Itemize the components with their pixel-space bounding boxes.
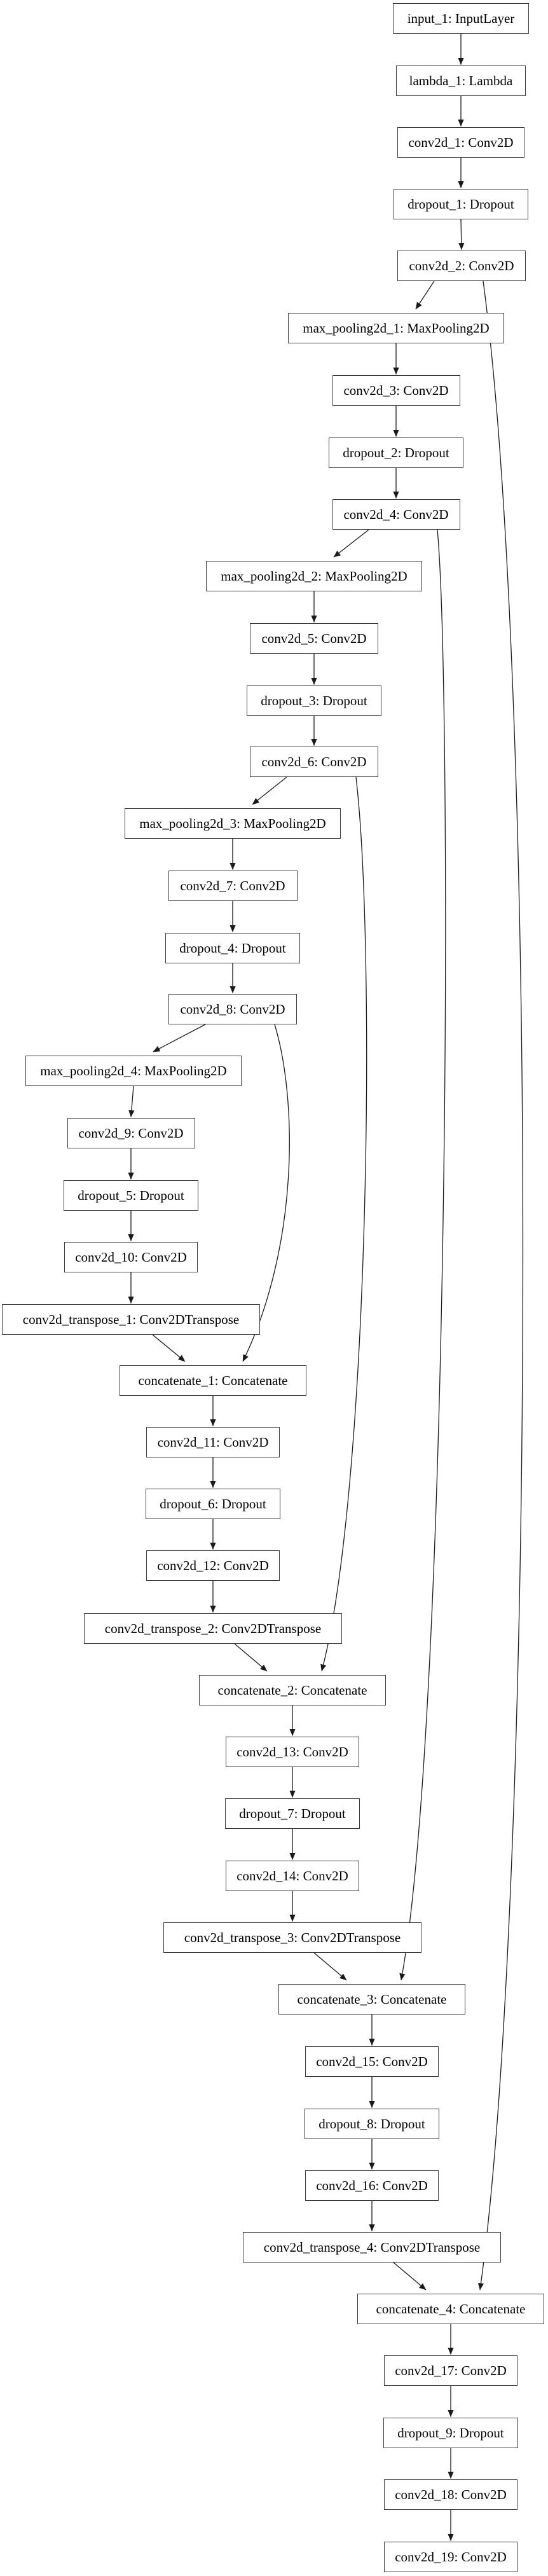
dropout_2-node: dropout_2: Dropout	[329, 437, 463, 468]
conv2d_19-node: conv2d_19: Conv2D	[384, 2542, 517, 2572]
edge-conv2d_8-to-max_pooling2d_4	[153, 1024, 206, 1052]
lambda_1-node: lambda_1: Lambda	[396, 65, 526, 96]
edge-conv2d_transpose_2-to-concatenate_2	[234, 1643, 268, 1672]
conv2d_17-node: conv2d_17: Conv2D	[384, 2355, 517, 2386]
conv2d_16-node: conv2d_16: Conv2D	[305, 2170, 439, 2201]
conv2d_4-node: conv2d_4: Conv2D	[332, 499, 460, 530]
edge-conv2d_6-to-concatenate_2	[320, 776, 367, 1672]
edge-max_pooling2d_4-to-conv2d_9	[128, 1085, 135, 1118]
conv2d_transpose_2-node: conv2d_transpose_2: Conv2DTranspose	[84, 1613, 342, 1644]
dropout_8-node: dropout_8: Dropout	[305, 2109, 439, 2139]
edge-conv2d_2-to-max_pooling2d_1	[415, 280, 435, 310]
conv2d_13-node: conv2d_13: Conv2D	[226, 1737, 359, 1767]
concatenate_3-node: concatenate_3: Concatenate	[278, 1984, 465, 2015]
conv2d_transpose_1-node: conv2d_transpose_1: Conv2DTranspose	[2, 1304, 260, 1335]
dropout_5-node: dropout_5: Dropout	[64, 1180, 198, 1211]
edge-dropout_1-to-conv2d_2	[458, 219, 465, 251]
edge-conv2d_transpose_4-to-concatenate_4	[393, 2262, 427, 2290]
edges-group	[128, 34, 524, 2542]
dropout_4-node: dropout_4: Dropout	[165, 933, 300, 963]
conv2d_11-node: conv2d_11: Conv2D	[146, 1427, 280, 1457]
conv2d_9-node: conv2d_9: Conv2D	[67, 1118, 195, 1148]
dropout_7-node: dropout_7: Dropout	[225, 1798, 360, 1829]
conv2d_18-node: conv2d_18: Conv2D	[384, 2479, 517, 2510]
conv2d_12-node: conv2d_12: Conv2D	[146, 1550, 280, 1581]
dropout_9-node: dropout_9: Dropout	[383, 2418, 518, 2448]
dropout_3-node: dropout_3: Dropout	[247, 685, 381, 716]
conv2d_transpose_3-node: conv2d_transpose_3: Conv2DTranspose	[163, 1922, 421, 1953]
conv2d_transpose_4-node: conv2d_transpose_4: Conv2DTranspose	[243, 2232, 501, 2263]
max_pooling2d_1-node: max_pooling2d_1: MaxPooling2D	[288, 313, 504, 343]
conv2d_1-node: conv2d_1: Conv2D	[397, 127, 524, 158]
conv2d_8-node: conv2d_8: Conv2D	[168, 994, 297, 1024]
conv2d_3-node: conv2d_3: Conv2D	[332, 375, 460, 406]
concatenate_1-node: concatenate_1: Concatenate	[120, 1365, 306, 1396]
edge-conv2d_2-to-concatenate_4	[477, 280, 524, 2290]
max_pooling2d_3-node: max_pooling2d_3: MaxPooling2D	[125, 808, 341, 839]
input_1-node: input_1: InputLayer	[393, 3, 529, 34]
concatenate_4-node: concatenate_4: Concatenate	[357, 2294, 544, 2324]
edge-conv2d_4-to-max_pooling2d_2	[333, 529, 369, 558]
max_pooling2d_2-node: max_pooling2d_2: MaxPooling2D	[206, 561, 422, 591]
conv2d_2-node: conv2d_2: Conv2D	[397, 251, 526, 281]
max_pooling2d_4-node: max_pooling2d_4: MaxPooling2D	[25, 1056, 242, 1086]
conv2d_6-node: conv2d_6: Conv2D	[250, 747, 378, 777]
conv2d_14-node: conv2d_14: Conv2D	[226, 1861, 359, 1891]
dropout_1-node: dropout_1: Dropout	[394, 189, 528, 219]
conv2d_7-node: conv2d_7: Conv2D	[168, 871, 298, 901]
conv2d_10-node: conv2d_10: Conv2D	[64, 1242, 198, 1272]
edge-conv2d_4-to-concatenate_3	[399, 529, 446, 1981]
conv2d_5-node: conv2d_5: Conv2D	[250, 623, 378, 654]
edge-conv2d_8-to-concatenate_1	[242, 1024, 290, 1362]
dropout_6-node: dropout_6: Dropout	[146, 1489, 280, 1519]
concatenate_2-node: concatenate_2: Concatenate	[199, 1675, 386, 1705]
conv2d_15-node: conv2d_15: Conv2D	[305, 2046, 439, 2077]
edge-conv2d_transpose_3-to-concatenate_3	[313, 1952, 347, 1981]
edge-conv2d_transpose_1-to-concatenate_1	[152, 1334, 186, 1362]
edge-conv2d_6-to-max_pooling2d_3	[252, 776, 287, 805]
